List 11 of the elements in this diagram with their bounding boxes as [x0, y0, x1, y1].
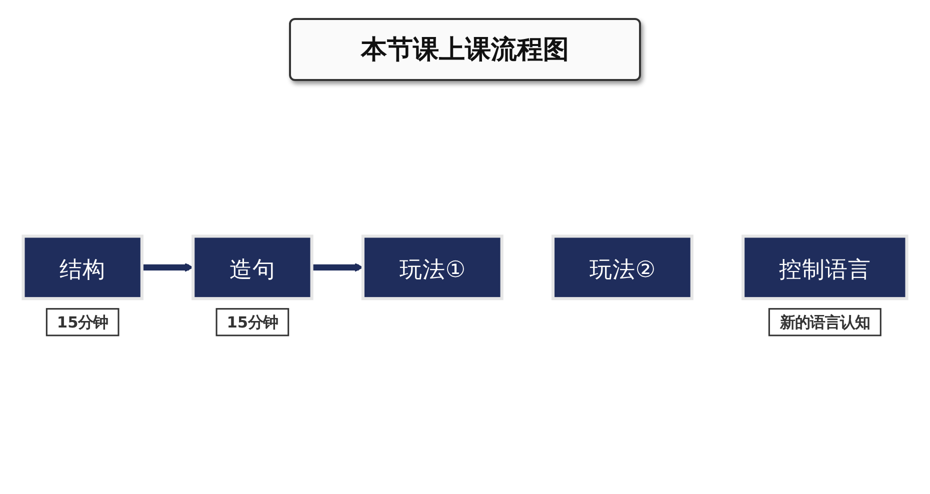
duration-label: 新的语言认知: [768, 308, 882, 336]
process-box: 结构: [22, 234, 144, 300]
arrow: [142, 262, 194, 272]
process-box: 玩法①: [361, 234, 504, 300]
duration-label: 15分钟: [216, 308, 290, 336]
process-box: 玩法②: [551, 234, 694, 300]
title: 本节课上课流程图: [289, 18, 641, 81]
arrow: [312, 262, 364, 272]
process-box: 控制语言: [742, 234, 908, 300]
duration-label: 15分钟: [46, 308, 120, 336]
process-box: 造句: [192, 234, 314, 300]
